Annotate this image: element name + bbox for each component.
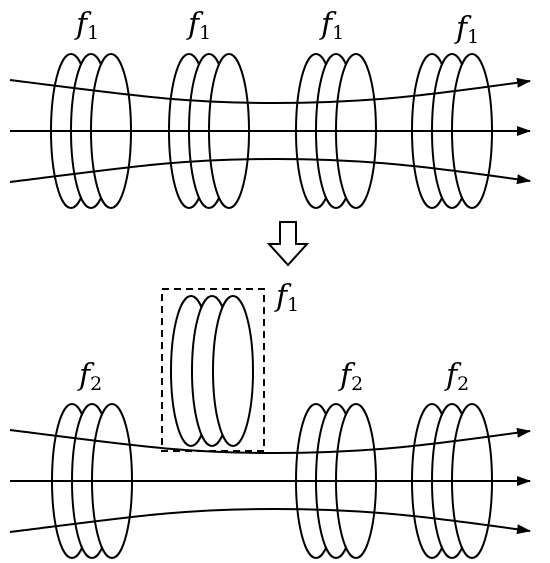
- top-coil-label-3: f1: [319, 7, 344, 44]
- removed-coil-stack: [161, 288, 265, 452]
- bottom-flux-line-lower: [9, 507, 531, 535]
- top-coil-label-1: f1: [74, 7, 99, 44]
- dashed-highlight-box: [161, 288, 265, 452]
- removed-coil-label: f1: [274, 279, 299, 316]
- top-flux-line-lower: [9, 157, 531, 185]
- bottom-coil-label-2: f2: [338, 358, 363, 395]
- top-panel: f1 f1 f1 f1: [9, 7, 531, 209]
- bottom-coil-label-1: f2: [77, 358, 102, 395]
- coil-ring: [212, 295, 254, 447]
- top-coil-label-2: f1: [186, 7, 211, 44]
- bottom-panel: f1 f2 f2 f2: [9, 279, 531, 559]
- top-flux-line-upper: [9, 77, 531, 105]
- down-arrow-icon: [266, 221, 310, 267]
- top-coil-label-4: f1: [454, 11, 479, 48]
- bottom-flux-line-upper: [9, 427, 531, 455]
- bottom-coil-label-3: f2: [444, 358, 469, 395]
